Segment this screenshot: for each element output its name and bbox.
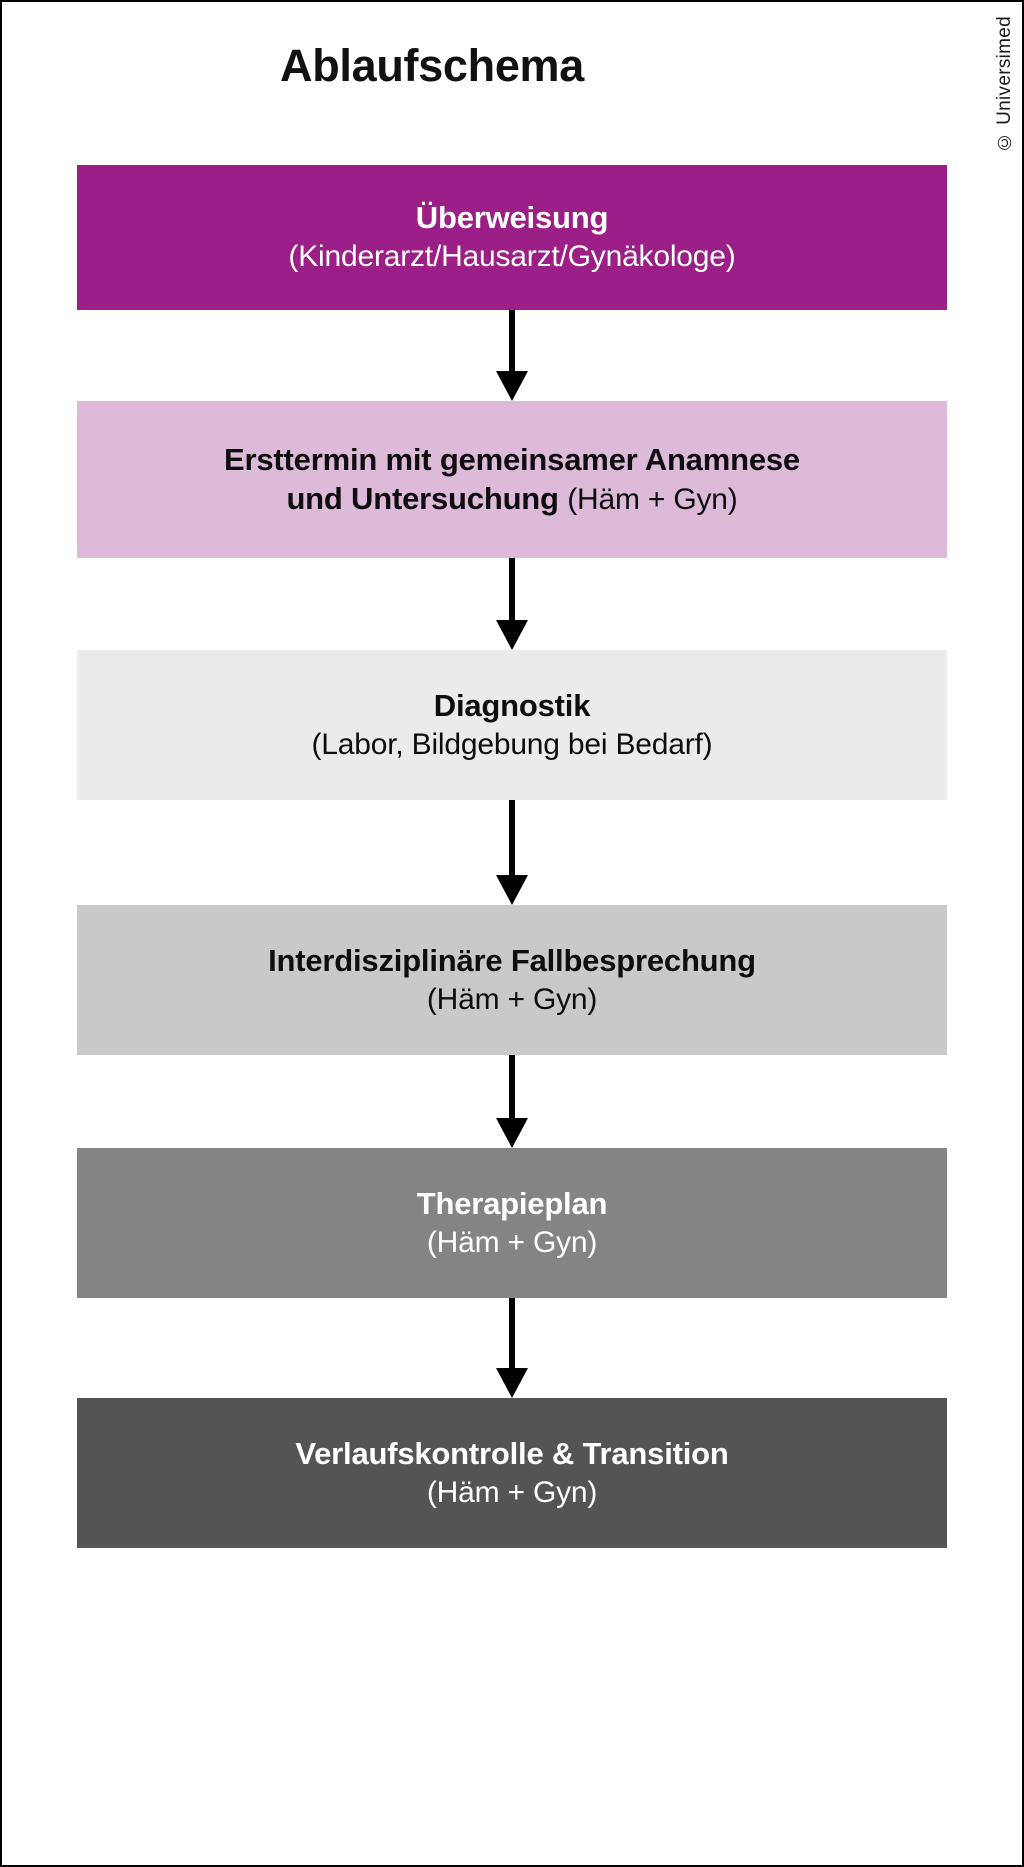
flow-node-first-visit-subtitle-regular: (Häm + Gyn) — [567, 483, 738, 517]
arrow-down-icon — [496, 1298, 528, 1398]
flow-node-therapy-plan-subtitle: (Häm + Gyn) — [426, 1225, 598, 1259]
flow-node-therapy-plan: Therapieplan (Häm + Gyn) — [77, 1148, 947, 1298]
flow-node-case-conference-title: Interdisziplinäre Fallbesprechung — [268, 942, 756, 978]
flow-node-follow-up: Verlaufskontrolle & Transition (Häm + Gy… — [77, 1398, 947, 1548]
arrow-stem — [509, 1298, 515, 1368]
flow-arrow-1 — [77, 310, 947, 401]
arrow-stem — [509, 558, 515, 620]
flow-node-diagnostics: Diagnostik (Labor, Bildgebung bei Bedarf… — [77, 650, 947, 800]
flow-node-diagnostics-title: Diagnostik — [433, 687, 591, 723]
flow-arrow-3 — [77, 800, 947, 905]
flow-node-case-conference: Interdisziplinäre Fallbesprechung (Häm +… — [77, 905, 947, 1055]
arrow-stem — [509, 310, 515, 371]
arrow-head — [496, 371, 528, 401]
arrow-stem — [509, 800, 515, 875]
flow-node-follow-up-title: Verlaufskontrolle & Transition — [295, 1435, 729, 1471]
flow-node-referral: Überweisung (Kinderarzt/Hausarzt/Gynäkol… — [77, 165, 947, 310]
arrow-down-icon — [496, 800, 528, 905]
flow-column: Überweisung (Kinderarzt/Hausarzt/Gynäkol… — [77, 165, 947, 1548]
arrow-head — [496, 1118, 528, 1148]
arrow-down-icon — [496, 310, 528, 401]
flow-node-follow-up-subtitle: (Häm + Gyn) — [426, 1475, 598, 1509]
flow-node-case-conference-subtitle: (Häm + Gyn) — [426, 982, 598, 1016]
page-title: Ablaufschema — [280, 40, 584, 91]
flow-node-referral-title: Überweisung — [415, 200, 609, 236]
arrow-stem — [509, 1055, 515, 1118]
flow-node-first-visit-subtitle: und Untersuchung (Häm + Gyn) — [286, 479, 737, 519]
flow-node-referral-subtitle: (Kinderarzt/Hausarzt/Gynäkologe) — [288, 240, 736, 274]
arrow-head — [496, 875, 528, 905]
flow-node-diagnostics-subtitle: (Labor, Bildgebung bei Bedarf) — [311, 727, 713, 761]
arrow-down-icon — [496, 558, 528, 650]
copyright-notice: © Universimed — [994, 16, 1015, 152]
arrow-head — [496, 620, 528, 650]
flow-arrow-5 — [77, 1298, 947, 1398]
arrow-head — [496, 1368, 528, 1398]
flow-arrow-2 — [77, 558, 947, 650]
flow-node-first-visit: Ersttermin mit gemeinsamer Anamnese und … — [77, 401, 947, 558]
flow-node-therapy-plan-title: Therapieplan — [416, 1185, 608, 1221]
flow-node-first-visit-title: Ersttermin mit gemeinsamer Anamnese — [224, 441, 800, 477]
flow-arrow-4 — [77, 1055, 947, 1148]
flow-node-first-visit-subtitle-bold: und Untersuchung — [286, 481, 559, 517]
arrow-down-icon — [496, 1055, 528, 1148]
